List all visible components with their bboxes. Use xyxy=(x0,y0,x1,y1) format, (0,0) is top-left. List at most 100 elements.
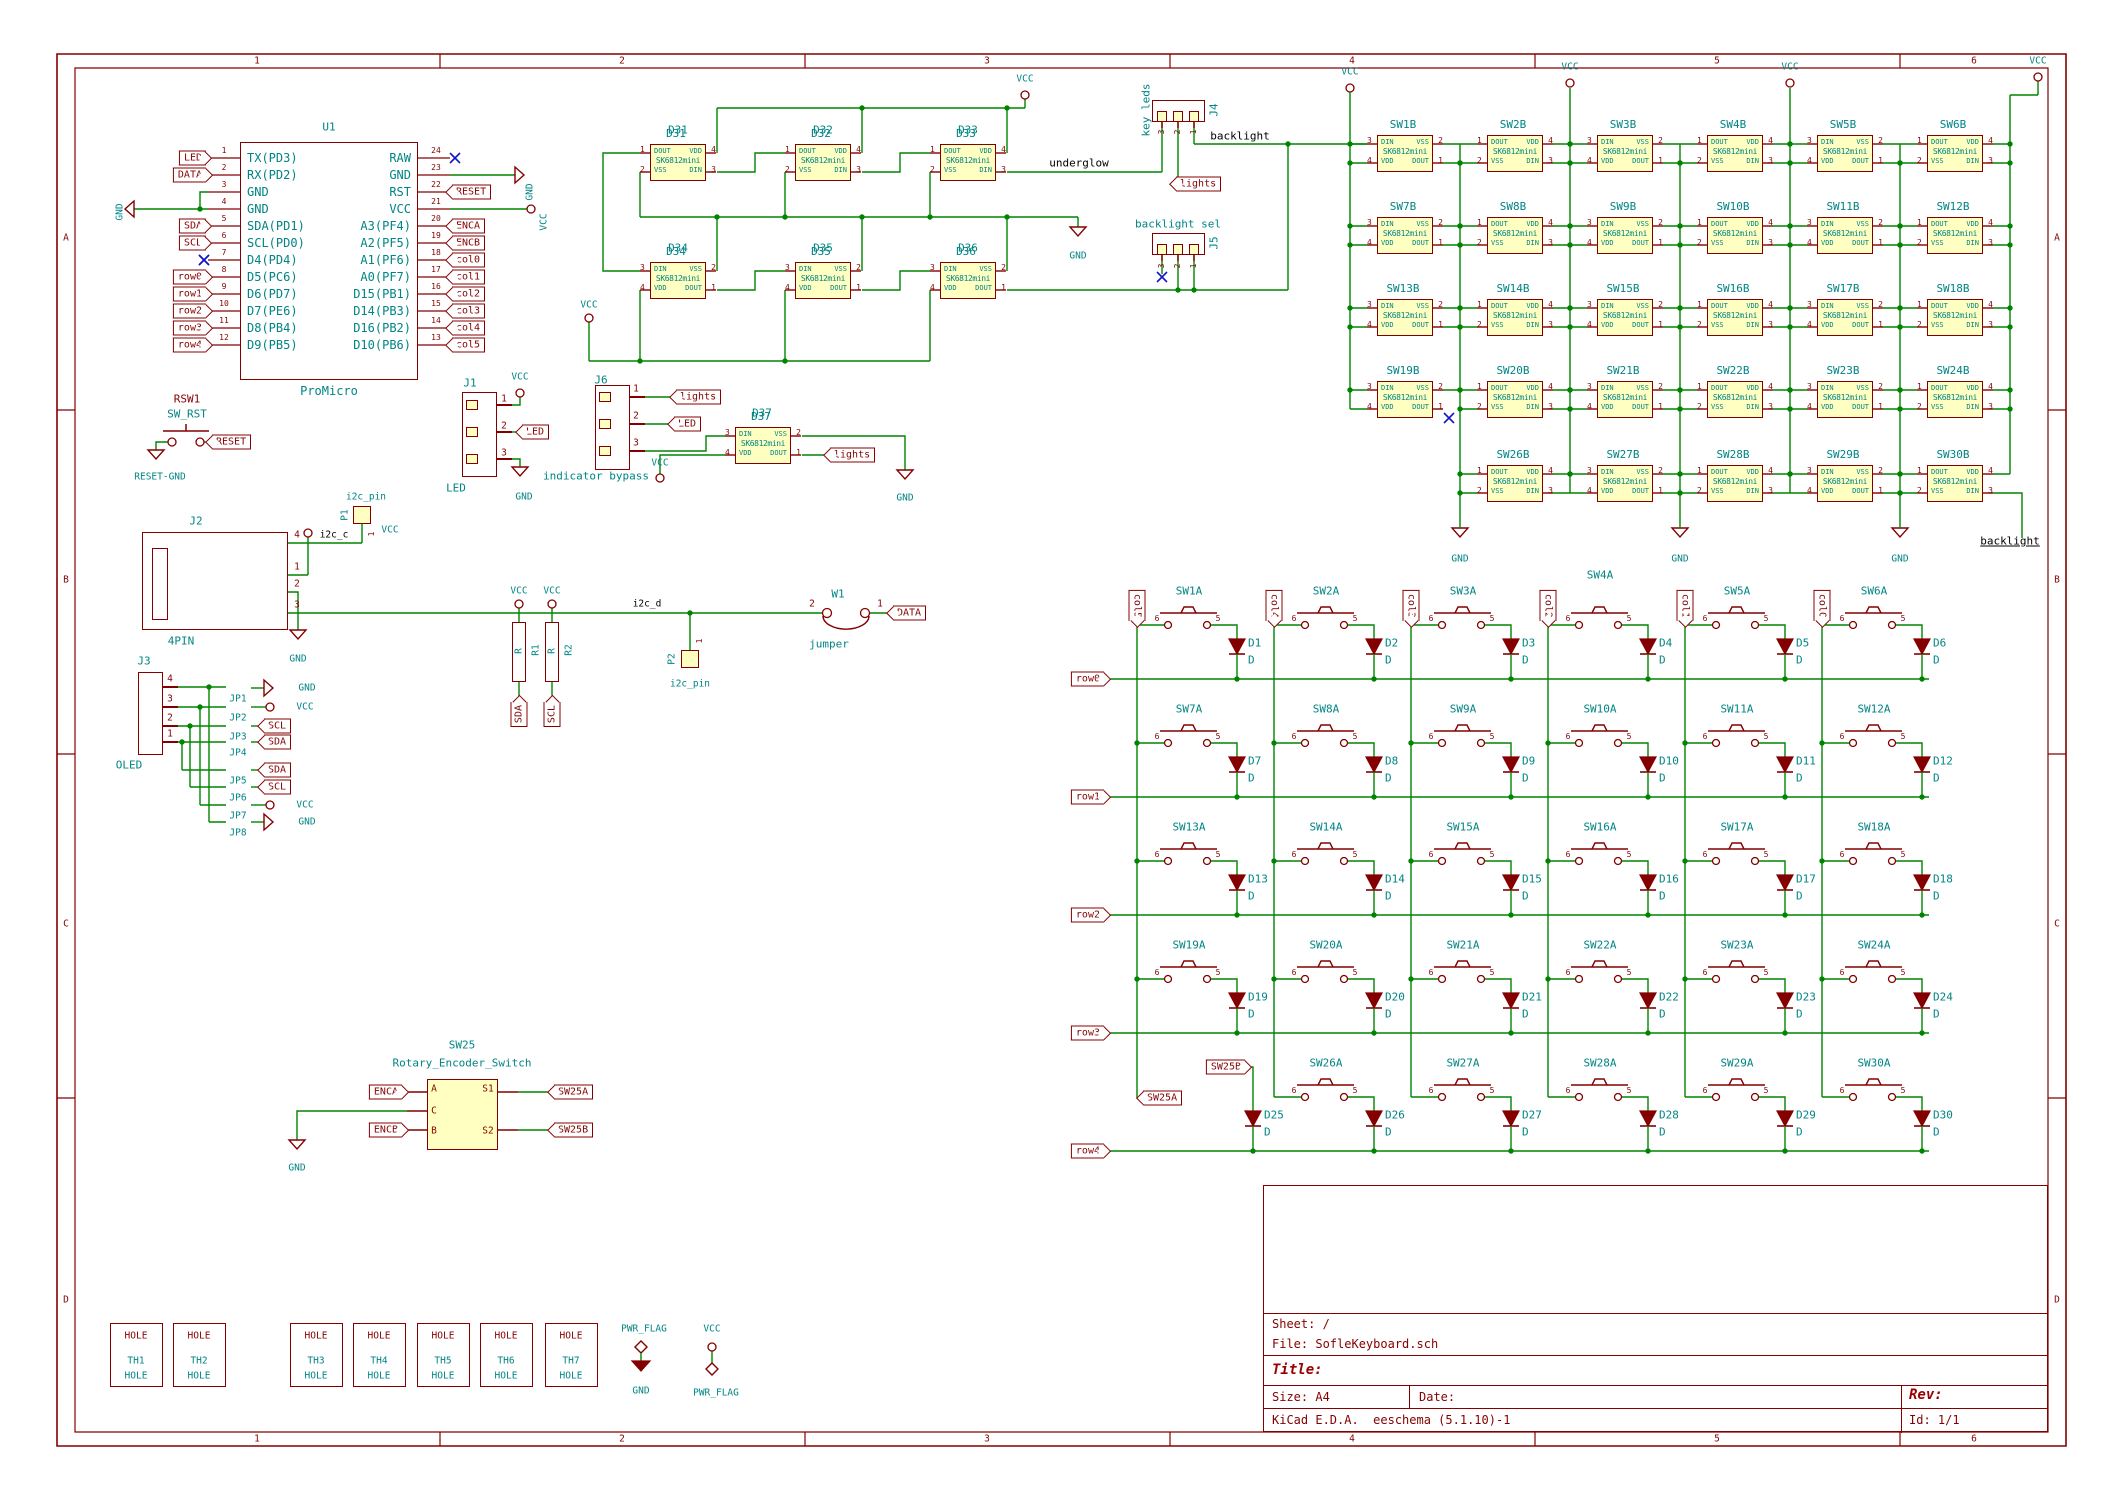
j2-inner[interactable] xyxy=(152,548,168,620)
net-label-col5[interactable]: col5 xyxy=(1128,589,1146,621)
component-th1[interactable] xyxy=(110,1323,163,1387)
net-label-sw25a[interactable]: SW25A xyxy=(1143,1090,1183,1106)
net-label-col0[interactable]: col0 xyxy=(1813,589,1831,621)
net-label-sw25b[interactable]: SW25B xyxy=(554,1122,594,1138)
net-label-encb[interactable]: ENCB xyxy=(368,1122,402,1138)
net-label-row4[interactable]: row4 xyxy=(172,337,206,353)
net-label-row0[interactable]: row0 xyxy=(172,269,206,285)
net-label-row4[interactable]: row4 xyxy=(1070,1143,1104,1159)
component-th4[interactable] xyxy=(353,1323,406,1387)
component-th2[interactable] xyxy=(173,1323,226,1387)
net-label-row2[interactable]: row2 xyxy=(1070,907,1104,923)
net-label-encb[interactable]: ENCB xyxy=(452,235,486,251)
net-label-lights[interactable]: lights xyxy=(1176,176,1222,192)
net-label-row3[interactable]: row3 xyxy=(1070,1025,1104,1041)
net-label-enca[interactable]: ENCA xyxy=(368,1084,402,1100)
net-label-enca[interactable]: ENCA xyxy=(452,218,486,234)
net-label-sda[interactable]: SDA xyxy=(264,762,292,778)
j3-body[interactable] xyxy=(138,672,163,755)
net-label-led[interactable]: LED xyxy=(674,416,702,432)
r1-body[interactable] xyxy=(512,622,526,682)
net-label-col4[interactable]: col4 xyxy=(452,320,486,336)
net-label-row2[interactable]: row2 xyxy=(172,303,206,319)
p1-body[interactable] xyxy=(353,506,371,524)
net-label-scl[interactable]: SCL xyxy=(264,779,292,795)
net-label-col4[interactable]: col4 xyxy=(1265,589,1283,621)
net-label-row0[interactable]: row0 xyxy=(1070,671,1104,687)
net-label-col2[interactable]: col2 xyxy=(452,286,486,302)
r2-body[interactable] xyxy=(545,622,559,682)
net-label-led[interactable]: LED xyxy=(178,150,206,166)
net-label-row1[interactable]: row1 xyxy=(1070,789,1104,805)
net-label-data[interactable]: DATA xyxy=(893,605,927,621)
net-label-col5[interactable]: col5 xyxy=(452,337,486,353)
net-label-sw25a[interactable]: SW25A xyxy=(554,1084,594,1100)
net-label-sda[interactable]: SDA xyxy=(264,734,292,750)
net-label-scl[interactable]: SCL xyxy=(178,235,206,251)
net-label-data[interactable]: DATA xyxy=(172,167,206,183)
u1-pin-name-6: SCL(PD0) xyxy=(247,236,305,250)
net-label-col1[interactable]: col1 xyxy=(452,269,486,285)
encoder-body[interactable] xyxy=(427,1079,498,1150)
p2-body[interactable] xyxy=(681,650,699,668)
net-label-col3[interactable]: col3 xyxy=(452,303,486,319)
net-label-reset[interactable]: RESET xyxy=(212,434,252,450)
component-th7[interactable] xyxy=(545,1323,598,1387)
component-th5[interactable] xyxy=(417,1323,470,1387)
net-label-led[interactable]: LED xyxy=(522,424,550,440)
net-label-sda[interactable]: SDA xyxy=(178,218,206,234)
net-label-row1[interactable]: row1 xyxy=(172,286,206,302)
net-label-scl[interactable]: SCL xyxy=(543,702,561,728)
component-th6[interactable] xyxy=(480,1323,533,1387)
net-label-reset[interactable]: RESET xyxy=(452,184,492,200)
net-label-scl[interactable]: SCL xyxy=(264,718,292,734)
net-label-col1[interactable]: col1 xyxy=(1676,589,1694,621)
net-label-sda[interactable]: SDA xyxy=(510,702,528,728)
net-label-lights[interactable]: lights xyxy=(830,447,876,463)
net-label-sw25b[interactable]: SW25B xyxy=(1205,1059,1245,1075)
net-label-col0[interactable]: col0 xyxy=(452,252,486,268)
net-label-col2[interactable]: col2 xyxy=(1539,589,1557,621)
net-label-row3[interactable]: row3 xyxy=(172,320,206,336)
component-th3[interactable] xyxy=(290,1323,343,1387)
net-label-lights[interactable]: lights xyxy=(676,389,722,405)
net-label-col3[interactable]: col3 xyxy=(1402,589,1420,621)
component-u1[interactable] xyxy=(240,142,418,380)
